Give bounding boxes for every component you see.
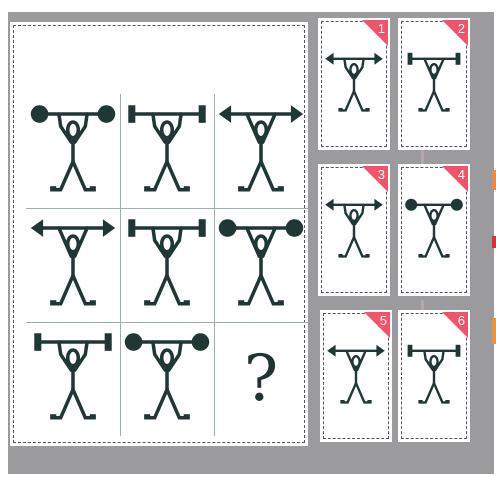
matrix-cell bbox=[120, 322, 214, 436]
weightlifter-icon bbox=[29, 97, 117, 205]
matrix-cell bbox=[214, 208, 308, 322]
weightlifter-icon bbox=[29, 325, 117, 433]
weightlifter-icon bbox=[123, 211, 211, 319]
matrix-cell bbox=[120, 208, 214, 322]
answer-option-5[interactable]: 5 bbox=[320, 310, 392, 442]
missing-cell: ? bbox=[214, 322, 308, 436]
weightlifter-icon bbox=[123, 325, 211, 433]
weightlifter-icon bbox=[404, 332, 464, 420]
option-number: 2 bbox=[458, 21, 465, 36]
matrix-cell bbox=[214, 94, 308, 208]
weightlifter-icon bbox=[404, 186, 464, 274]
weightlifter-icon bbox=[217, 211, 305, 319]
option-number: 3 bbox=[378, 167, 385, 182]
weightlifter-icon bbox=[217, 97, 305, 205]
answer-option-3[interactable]: 3 bbox=[318, 164, 390, 296]
answer-option-4[interactable]: 4 bbox=[398, 164, 470, 296]
answer-option-1[interactable]: 1 bbox=[318, 18, 390, 150]
answer-option-2[interactable]: 2 bbox=[398, 18, 470, 150]
weightlifter-icon bbox=[324, 40, 384, 128]
weightlifter-icon bbox=[29, 211, 117, 319]
answer-option-6[interactable]: 6 bbox=[398, 310, 470, 442]
matrix-cell bbox=[26, 94, 120, 208]
figure-matrix: ? bbox=[26, 94, 308, 436]
option-number: 1 bbox=[378, 21, 385, 36]
option-number: 6 bbox=[458, 313, 465, 328]
matrix-cell bbox=[26, 208, 120, 322]
question-mark: ? bbox=[244, 347, 278, 411]
matrix-cell bbox=[26, 322, 120, 436]
edge-decoration-orange-2 bbox=[492, 318, 496, 344]
weightlifter-icon bbox=[123, 97, 211, 205]
question-card: ? bbox=[10, 22, 308, 446]
weightlifter-icon bbox=[404, 40, 464, 128]
edge-decoration-orange bbox=[492, 170, 496, 190]
weightlifter-icon bbox=[324, 186, 384, 274]
weightlifter-icon bbox=[326, 332, 386, 420]
matrix-cell bbox=[120, 94, 214, 208]
edge-decoration-red bbox=[492, 236, 496, 248]
option-number: 5 bbox=[380, 313, 387, 328]
option-number: 4 bbox=[458, 167, 465, 182]
